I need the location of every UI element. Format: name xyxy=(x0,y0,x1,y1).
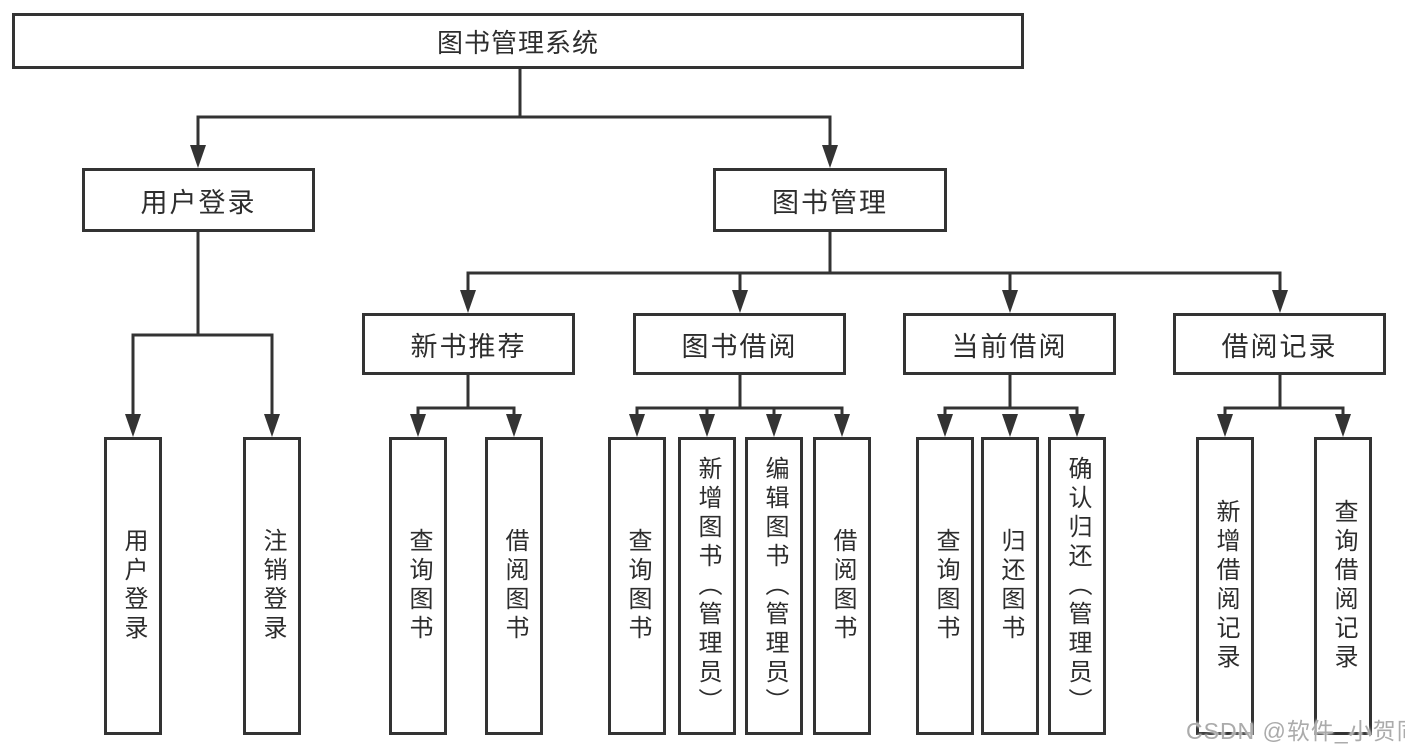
arrowhead xyxy=(937,414,953,437)
node-borrow-records: 借阅记录 xyxy=(1173,313,1386,375)
leaf-return-book: 归还图书 xyxy=(981,437,1039,735)
arrowhead xyxy=(699,414,715,437)
arrowhead xyxy=(1335,414,1351,437)
node-library-system: 图书管理系统 xyxy=(12,13,1024,69)
arrowhead xyxy=(766,414,782,437)
leaf-query-books-current: 查询图书 xyxy=(916,437,974,735)
arrowhead xyxy=(125,414,141,437)
arrowhead xyxy=(506,414,522,437)
node-book-management: 图书管理 xyxy=(713,168,947,232)
node-current-borrow: 当前借阅 xyxy=(903,313,1116,375)
leaf-query-books-recommend: 查询图书 xyxy=(389,437,447,735)
node-new-book-recommend: 新书推荐 xyxy=(362,313,575,375)
leaf-borrow-books: 借阅图书 xyxy=(813,437,871,735)
arrowhead xyxy=(410,414,426,437)
leaf-add-book-admin: 新增图书（管理员） xyxy=(678,437,736,735)
csdn-watermark: CSDN @软件_小贺同学 xyxy=(1186,718,1405,744)
node-book-borrow: 图书借阅 xyxy=(633,313,846,375)
leaf-add-borrow-record: 新增借阅记录 xyxy=(1196,437,1254,735)
arrowhead xyxy=(1002,290,1018,313)
arrowhead xyxy=(264,414,280,437)
leaf-edit-book-admin: 编辑图书（管理员） xyxy=(745,437,803,735)
arrowhead xyxy=(1002,414,1018,437)
arrowhead xyxy=(629,414,645,437)
arrowhead xyxy=(822,145,838,168)
arrowhead xyxy=(732,290,748,313)
leaf-query-books-borrow: 查询图书 xyxy=(608,437,666,735)
arrowheads xyxy=(125,145,1351,437)
leaf-confirm-return-admin: 确认归还（管理员） xyxy=(1048,437,1106,735)
arrowhead xyxy=(460,290,476,313)
node-user-login: 用户登录 xyxy=(82,168,315,232)
arrowhead xyxy=(834,414,850,437)
leaf-user-login: 用户登录 xyxy=(104,437,162,735)
arrowhead xyxy=(1069,414,1085,437)
leaf-borrow-books-recommend: 借阅图书 xyxy=(485,437,543,735)
arrowhead xyxy=(1217,414,1233,437)
arrowhead xyxy=(190,145,206,168)
arrowhead xyxy=(1272,290,1288,313)
leaf-query-borrow-record: 查询借阅记录 xyxy=(1314,437,1372,735)
leaf-logout: 注销登录 xyxy=(243,437,301,735)
